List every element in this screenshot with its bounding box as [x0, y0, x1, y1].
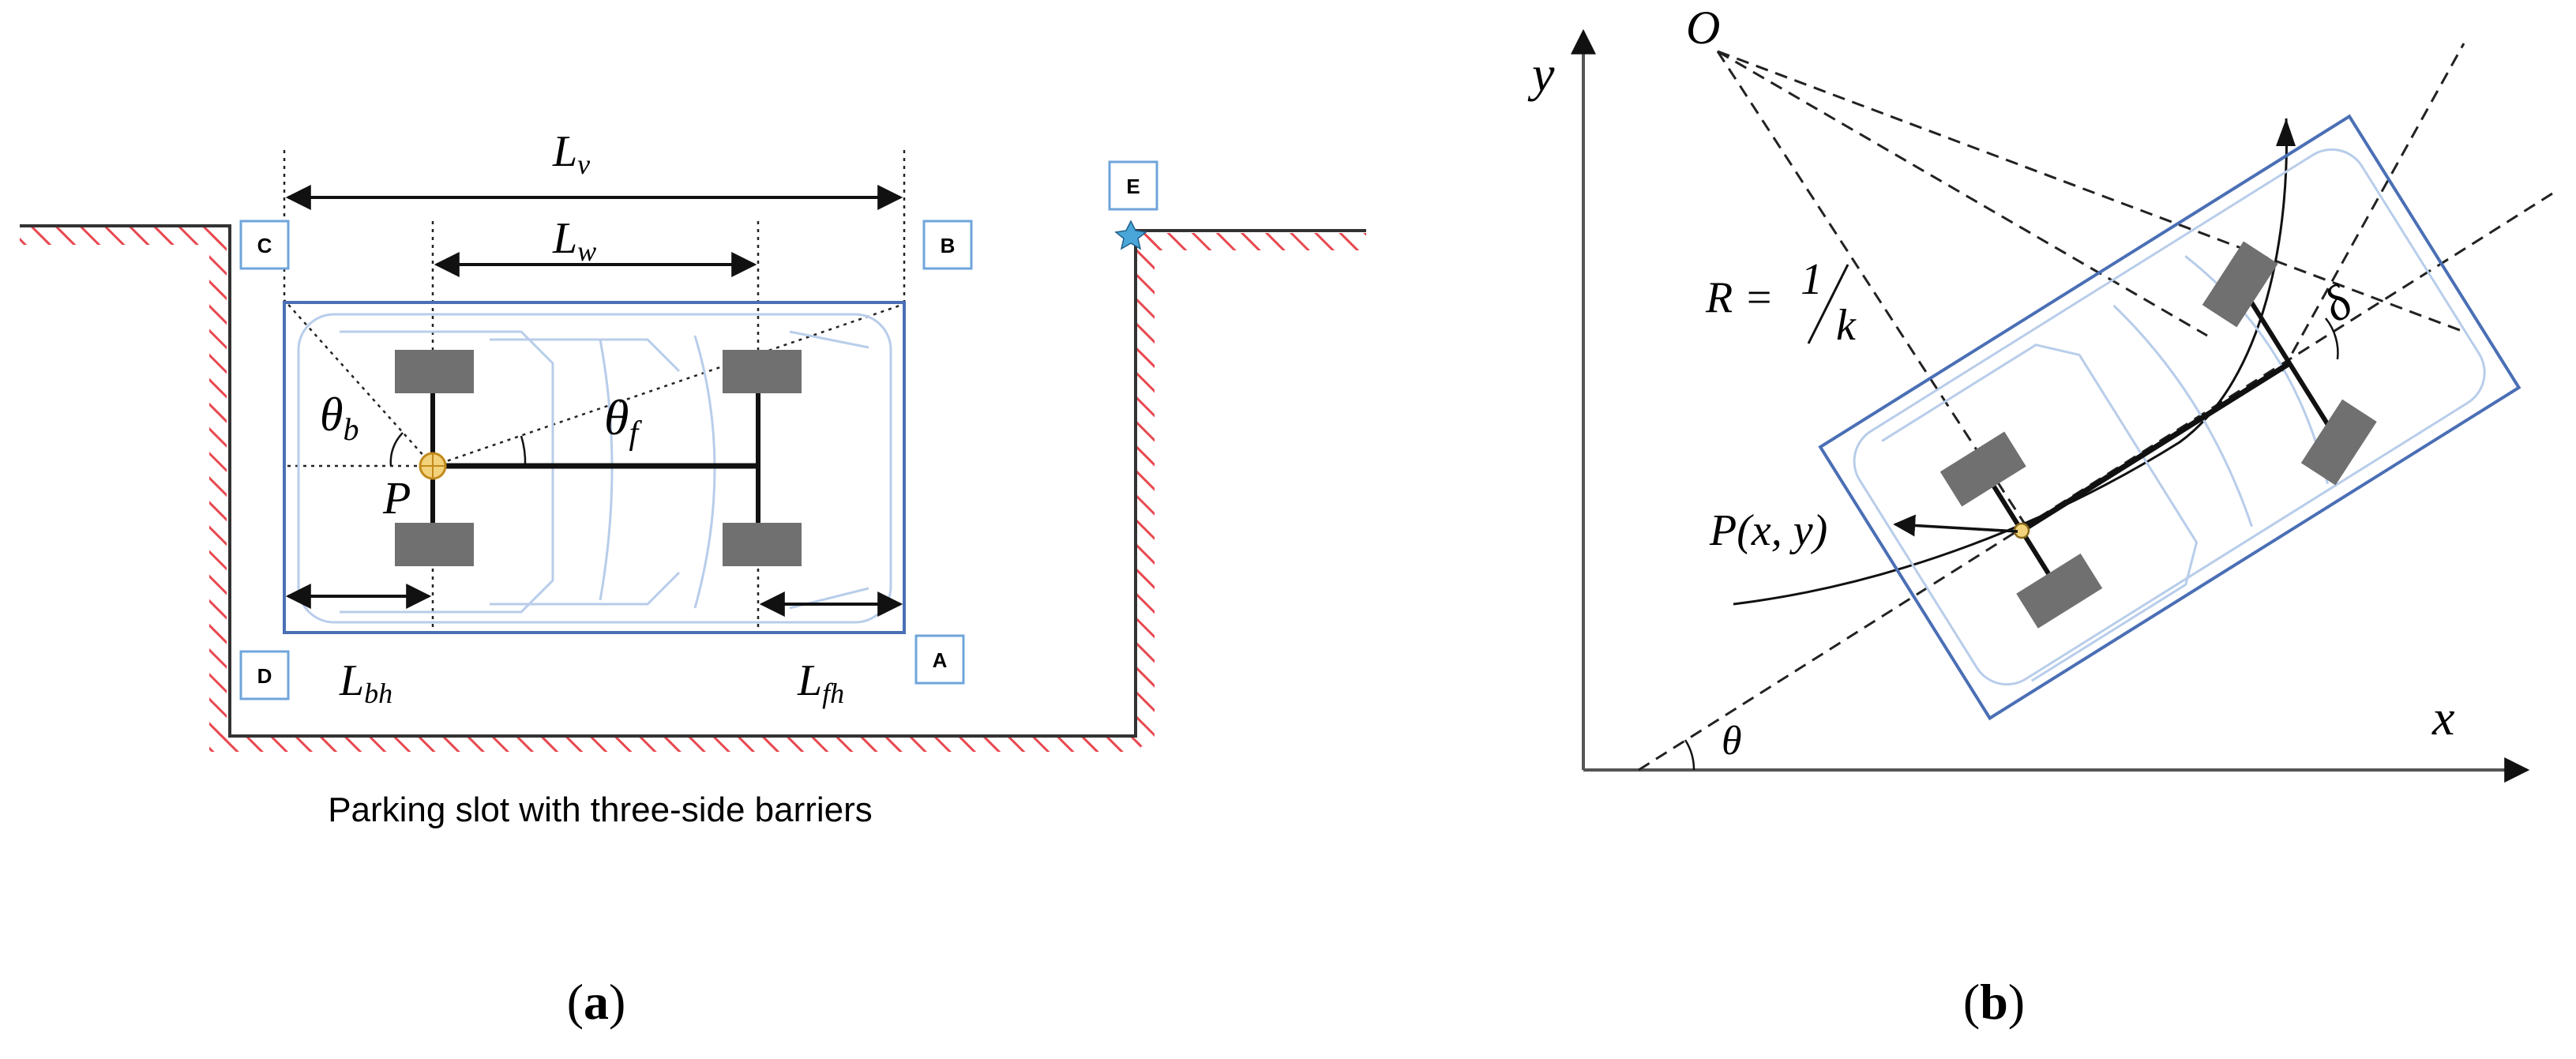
radius-denominator: k [1836, 301, 1857, 350]
wheel-front-left-b [2202, 241, 2278, 328]
barriers [20, 224, 1366, 752]
theta-f-arc [520, 435, 527, 467]
wheel-rear-left [395, 350, 474, 393]
car-sketch [297, 313, 892, 624]
point-p-arrow [1893, 514, 2018, 537]
wheel-front-right-b [2300, 399, 2377, 486]
radius-numerator: 1 [1801, 255, 1823, 304]
barrier-top-left [20, 227, 229, 245]
trajectory-arrowhead [2276, 118, 2296, 146]
vehicle-frame [395, 350, 802, 566]
point-e-star [1114, 220, 1147, 250]
lw-label: Lw [552, 214, 596, 267]
corner-a: A [933, 648, 948, 672]
trajectory-curve [1733, 118, 2288, 606]
theta-arc-b [1684, 739, 1695, 771]
panel-b-label: (b) [1963, 974, 2025, 1030]
point-p-label: P [382, 472, 411, 524]
radius-fraction-bar [1807, 264, 1849, 344]
wheel-rear-right [395, 523, 474, 566]
x-axis-label: x [2431, 689, 2454, 745]
panel-a-label: (a) [567, 974, 626, 1030]
car-outline [283, 301, 906, 634]
delta-label-b: δ [2313, 275, 2361, 333]
barrier-bottom [209, 734, 1141, 752]
corner-d: D [257, 664, 272, 688]
rotated-vehicle [1818, 114, 2522, 721]
corner-b: B [941, 234, 956, 257]
theta-label-b: θ [1722, 719, 1742, 764]
guide-lines [283, 150, 906, 632]
delta-arc-b [2325, 317, 2339, 360]
car-outline-b [1818, 114, 2522, 721]
point-p-label-b: P(x, y) [1709, 506, 1827, 555]
corner-c: C [257, 234, 272, 257]
lbh-label: Lbh [339, 656, 392, 709]
y-axis-label: y [1527, 46, 1555, 102]
corner-boxes: C B D A E [239, 160, 1158, 700]
lfh-label: Lfh [797, 656, 844, 709]
panel-b: y x O R = 1 k [1527, 2, 2559, 1030]
barrier-left [209, 227, 227, 741]
slot-outline [20, 224, 1366, 738]
radius-label: R = [1705, 273, 1774, 322]
wheel-front-left [723, 350, 802, 393]
wheel-front-right [723, 523, 802, 566]
dimension-arrows [285, 185, 903, 617]
point-p-marker-b [2013, 522, 2030, 539]
corner-e: E [1126, 175, 1140, 198]
construction-lines [1638, 43, 2559, 772]
barrier-right [1137, 233, 1155, 746]
lv-label: Lv [552, 127, 590, 180]
center-o-label: O [1686, 2, 1720, 54]
wheel-rear-left-b [1940, 431, 2026, 507]
theta-b-label: θb [320, 389, 359, 447]
theta-b-arc [389, 432, 404, 467]
barrier-top-right [1137, 233, 1366, 250]
theta-f-label: θf [604, 389, 642, 452]
panel-a-caption: Parking slot with three-side barriers [328, 790, 873, 829]
panel-a: C B D A E Lv Lw Lbh Lfh θb θf P Parking … [20, 127, 1366, 1030]
wheel-rear-right-b [2016, 553, 2103, 629]
